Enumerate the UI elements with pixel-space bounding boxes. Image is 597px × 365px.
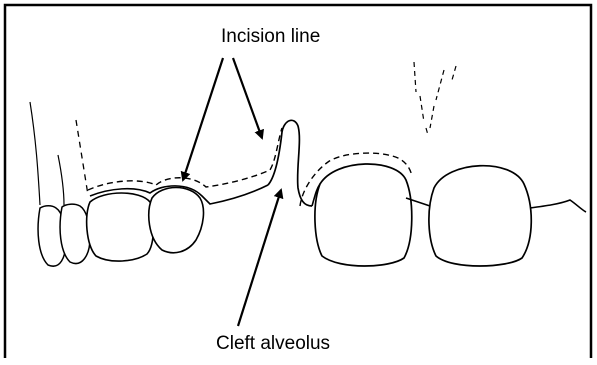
lateral-incisor [149, 188, 204, 253]
gum-line-right [530, 200, 586, 212]
arrow-incision-right [233, 58, 262, 138]
central-incisor-1 [315, 164, 412, 266]
left-tooth-2 [60, 204, 90, 263]
left-sketch-line [30, 102, 40, 205]
incision-line-left [88, 128, 282, 190]
arrow-cleft [238, 190, 281, 326]
incision-line-label: Incision line [221, 27, 320, 46]
left-dashed-guide [76, 120, 88, 195]
right-sketch-dashes [414, 62, 456, 135]
canine-tooth [87, 193, 154, 261]
cleft-alveolus-loop [268, 120, 312, 206]
arrow-incision-left [183, 58, 223, 180]
cleft-alveolus-label: Cleft alveolus [216, 334, 330, 353]
left-sketch-line-2 [58, 155, 64, 205]
central-incisor-2 [429, 166, 531, 266]
